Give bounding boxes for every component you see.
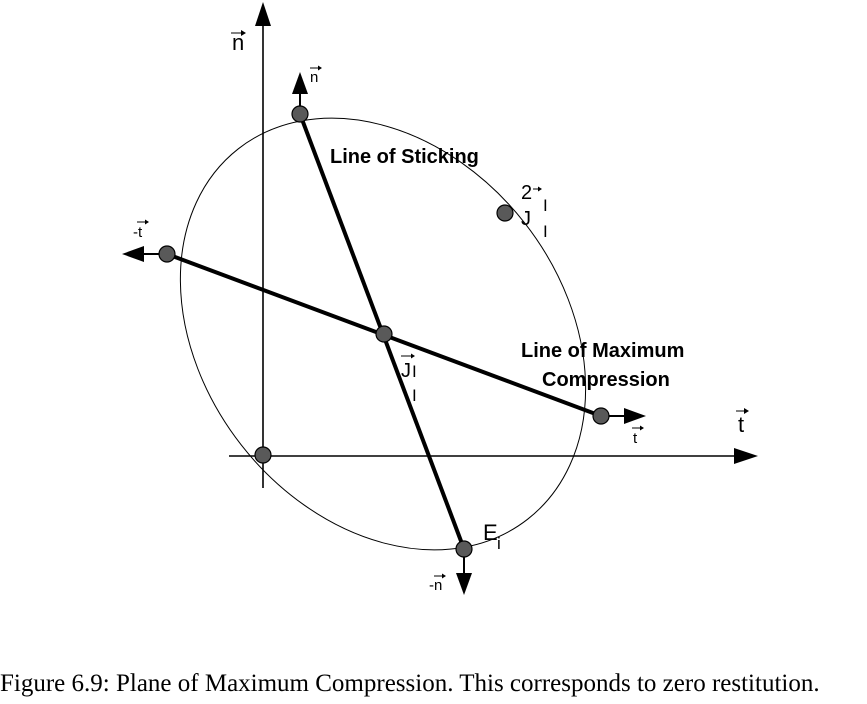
minus-n-arrowhead bbox=[456, 573, 472, 595]
plus-t-label: t bbox=[632, 425, 644, 447]
svg-text:J: J bbox=[521, 208, 531, 230]
svg-text:-t: -t bbox=[133, 224, 143, 241]
plus-n-label: n bbox=[310, 65, 322, 86]
svg-text:E: E bbox=[483, 520, 498, 545]
svg-text:-n: -n bbox=[429, 577, 442, 594]
energy-label: E i bbox=[483, 520, 501, 553]
sticking-line-label: Line of Sticking bbox=[330, 146, 479, 168]
compression-diagram: n t n -n -t t Line of Sticking Line of M… bbox=[122, 2, 758, 595]
svg-text:t: t bbox=[633, 430, 638, 447]
point-plus-t bbox=[592, 407, 610, 425]
point-center bbox=[375, 325, 393, 343]
compression-ellipse bbox=[179, 117, 587, 551]
point-origin bbox=[254, 446, 272, 464]
point-plus-n bbox=[291, 105, 309, 123]
svg-text:2: 2 bbox=[521, 182, 532, 204]
svg-text:I: I bbox=[543, 196, 548, 215]
point-minus-t bbox=[158, 245, 176, 263]
svg-text:J: J bbox=[401, 360, 411, 382]
svg-text:t: t bbox=[738, 412, 744, 437]
point-j2 bbox=[496, 204, 514, 222]
n-axis-arrowhead bbox=[255, 2, 271, 26]
svg-text:n: n bbox=[232, 30, 244, 55]
svg-text:I: I bbox=[412, 362, 417, 381]
svg-text:i: i bbox=[497, 534, 501, 553]
svg-text:n: n bbox=[310, 69, 318, 86]
point-minus-n bbox=[455, 540, 473, 558]
j2-impulse-label: 2 I J I bbox=[521, 182, 548, 241]
compression-line-label-2: Compression bbox=[542, 369, 670, 391]
n-axis-label: n bbox=[231, 30, 246, 55]
plus-t-arrowhead bbox=[624, 408, 646, 424]
t-axis-arrowhead bbox=[734, 448, 758, 464]
minus-t-arrowhead bbox=[122, 246, 144, 262]
svg-text:I: I bbox=[412, 386, 417, 405]
t-axis-label: t bbox=[736, 408, 749, 437]
compression-line-label-1: Line of Maximum bbox=[521, 340, 684, 362]
plus-n-arrowhead bbox=[292, 72, 308, 94]
svg-text:I: I bbox=[543, 222, 548, 241]
figure-caption: Figure 6.9: Plane of Maximum Compression… bbox=[0, 670, 820, 697]
minus-t-label: -t bbox=[133, 219, 149, 241]
center-impulse-label: J I I bbox=[401, 353, 417, 405]
minus-n-label: -n bbox=[429, 573, 446, 594]
